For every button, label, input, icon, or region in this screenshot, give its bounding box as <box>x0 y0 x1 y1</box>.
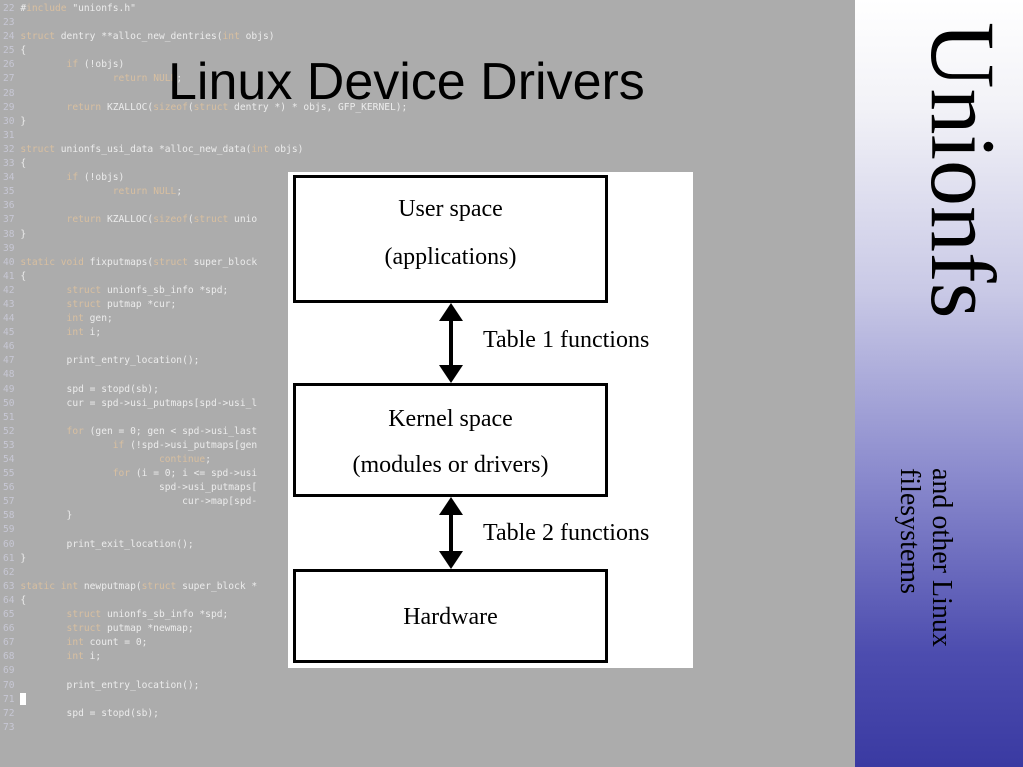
code-line: 48 <box>3 369 15 381</box>
code-line: 33 { <box>3 158 27 170</box>
source-code-listing: 22 #include "unionfs.h" 23 24 struct dentr… <box>3 2 407 735</box>
code-line: 65 struct unionfs_sb_info *spd; <box>3 609 229 621</box>
code-line: 72 spd = stopd(sb); <box>3 707 159 719</box>
hardware-label: Hardware <box>403 604 498 630</box>
code-line: 70 print_entry_location(); <box>3 679 200 691</box>
code-line: 42 struct unionfs_sb_info *spd; <box>3 284 229 296</box>
kernel-space-box: Kernel space (modules or drivers) <box>293 383 608 497</box>
code-line: 63 static int newputmap(struct super_blo… <box>3 580 258 592</box>
code-line: 52 for (gen = 0; gen < spd->usi_last <box>3 425 258 437</box>
code-line: 38 } <box>3 228 27 240</box>
side-panel-subtitle-line1: and other Linux <box>926 468 957 647</box>
code-line: 68 int i; <box>3 651 102 663</box>
code-line: 32 struct unionfs_usi_data *alloc_new_da… <box>3 143 304 155</box>
code-line: 24 struct dentry **alloc_new_dentries(in… <box>3 31 275 43</box>
code-line: 22 #include "unionfs.h" <box>3 3 136 14</box>
code-line: 29 return KZALLOC(sizeof(struct dentry *… <box>3 101 408 113</box>
code-line: 60 print_exit_location(); <box>3 538 194 550</box>
code-line: 28 <box>3 87 15 99</box>
code-line: 57 cur->map[spd- <box>3 496 258 508</box>
table2-functions-label: Table 2 functions <box>483 520 650 546</box>
user-space-box: User space (applications) <box>293 175 608 303</box>
code-line: 40 static void fixputmaps(struct super_b… <box>3 256 258 268</box>
code-line: 69 <box>3 665 15 677</box>
code-line: 44 int gen; <box>3 313 113 325</box>
kernel-space-sublabel: (modules or drivers) <box>352 452 549 478</box>
code-line: 54 continue; <box>3 454 211 465</box>
code-line: 23 <box>3 17 15 29</box>
code-line: 49 spd = stopd(sb); <box>3 383 159 395</box>
code-line: 35 return NULL; <box>3 186 183 198</box>
code-line: 41 { <box>3 270 27 282</box>
code-line: 25 { <box>3 45 27 57</box>
code-line: 58 } <box>3 510 73 522</box>
side-title-panel: Unionfs and other Linux filesystems <box>855 0 1023 767</box>
code-line: 56 spd->usi_putmaps[ <box>3 482 258 494</box>
hardware-box: Hardware <box>293 569 608 663</box>
table1-functions-label: Table 1 functions <box>483 327 650 353</box>
code-line: 73 <box>3 721 15 733</box>
table2-double-arrow-icon <box>439 497 463 569</box>
code-line: 43 struct putmap *cur; <box>3 298 177 310</box>
code-line: 36 <box>3 200 15 212</box>
code-line: 50 cur = spd->usi_putmaps[spd->usi_l <box>3 397 258 409</box>
code-line: 46 <box>3 341 15 353</box>
slide-title: Linux Device Drivers <box>168 53 645 111</box>
table1-double-arrow-icon <box>439 303 463 383</box>
code-line: 67 int count = 0; <box>3 637 148 649</box>
code-line: 61 } <box>3 552 27 564</box>
user-space-label: User space <box>398 196 503 222</box>
code-line: 71 <box>3 692 407 707</box>
code-line: 39 <box>3 242 15 254</box>
code-line: 66 struct putmap *newmap; <box>3 623 194 635</box>
code-line: 45 int i; <box>3 327 102 339</box>
code-line: 30 } <box>3 115 27 127</box>
text-cursor <box>20 692 27 705</box>
code-line: 62 <box>3 566 15 578</box>
code-line: 59 <box>3 524 15 536</box>
code-line: 34 if (!objs) <box>3 172 125 184</box>
code-line: 37 return KZALLOC(sizeof(struct unio <box>3 214 258 226</box>
code-line: 27 return NULL; <box>3 73 183 85</box>
side-panel-subtitle: and other Linux filesystems <box>893 468 957 647</box>
code-line: 64 { <box>3 594 27 606</box>
code-line: 53 if (!spd->usi_putmaps[gen <box>3 439 258 451</box>
code-line: 51 <box>3 411 15 423</box>
driver-layers-diagram: User space (applications) Table 1 functi… <box>288 172 693 668</box>
side-panel-title: Unionfs <box>912 22 1014 319</box>
kernel-space-label: Kernel space <box>388 406 513 432</box>
code-line: 55 for (i = 0; i <= spd->usi <box>3 468 258 480</box>
code-line: 31 <box>3 129 15 141</box>
user-space-sublabel: (applications) <box>384 244 517 270</box>
code-line: 26 if (!objs) <box>3 59 125 71</box>
side-panel-subtitle-line2: filesystems <box>894 468 925 594</box>
code-line: 47 print_entry_location(); <box>3 355 200 367</box>
